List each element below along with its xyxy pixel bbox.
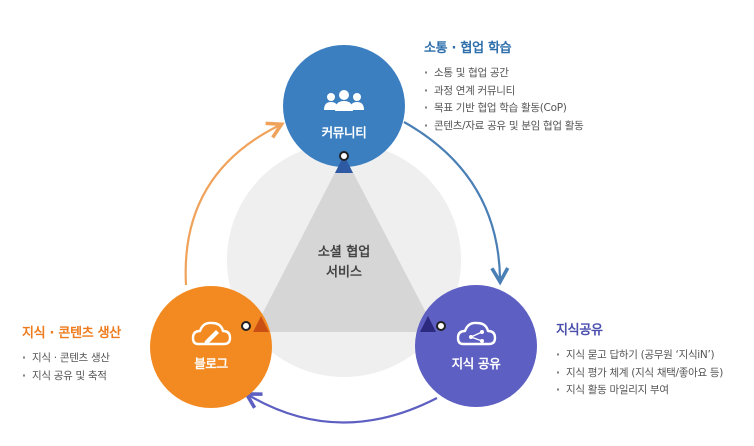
- arrow-share-to-blog: [243, 392, 438, 424]
- panel-share: 지식공유 지식 묻고 답하기 (공무원 ‘지식iN’) 지식 평가 체계 (지식…: [556, 319, 723, 400]
- node-share-label: 지식 공유: [452, 356, 502, 371]
- panel-share-title: 지식공유: [556, 323, 603, 338]
- people-group-icon: [324, 90, 364, 111]
- panel-share-list: 지식 묻고 답하기 (공무원 ‘지식iN’) 지식 평가 체계 (지식 채택/좋…: [556, 347, 723, 400]
- node-blog-label: 블로그: [194, 356, 228, 371]
- cloud-share-icon: [456, 321, 497, 346]
- panel-community-list: 소통 및 협업 공간 과정 연계 커뮤니티 목표 기반 협업 학습 활동(CoP…: [424, 65, 584, 136]
- blog-corner: [253, 316, 269, 332]
- list-item: 지식 · 콘텐츠 생산: [22, 350, 121, 368]
- panel-community: 소통 · 협업 학습 소통 및 협업 공간 과정 연계 커뮤니티 목표 기반 협…: [424, 37, 584, 136]
- center-label-line1: 소셜 협업: [318, 244, 370, 260]
- community-dot: [339, 151, 349, 161]
- node-community[interactable]: 커뮤니티: [283, 45, 405, 167]
- arrow-blog-to-community: [184, 121, 285, 286]
- list-item: 지식 활동 마일리지 부여: [556, 382, 723, 400]
- panel-community-title: 소통 · 협업 학습: [424, 41, 512, 56]
- community-corner: [335, 155, 353, 173]
- panel-blog: 지식 · 콘텐츠 생산 지식 · 콘텐츠 생산 지식 공유 및 축적: [22, 322, 121, 385]
- share-corner: [420, 316, 436, 332]
- node-community-label: 커뮤니티: [322, 125, 367, 140]
- list-item: 콘텐츠/자료 공유 및 분임 협업 활동: [424, 118, 584, 136]
- cloud-pencil-icon: [191, 321, 232, 346]
- share-dot: [436, 321, 446, 331]
- list-item: 지식 공유 및 축적: [22, 368, 121, 386]
- center-triangle: [253, 155, 436, 332]
- arrow-community-to-share: [403, 121, 510, 286]
- panel-blog-title: 지식 · 콘텐츠 생산: [22, 326, 121, 341]
- list-item: 과정 연계 커뮤니티: [424, 83, 583, 101]
- center-label-line2: 서비스: [326, 265, 362, 280]
- list-item: 소통 및 협업 공간: [424, 65, 583, 83]
- list-item: 지식 묻고 답하기 (공무원 ‘지식iN’): [556, 347, 723, 365]
- blog-dot: [241, 321, 251, 331]
- list-item: 지식 평가 체계 (지식 채택/좋아요 등): [556, 365, 723, 383]
- node-blog-circle: [150, 286, 272, 408]
- node-share[interactable]: 지식 공유: [415, 285, 537, 407]
- node-blog[interactable]: 블로그: [150, 286, 272, 408]
- panel-blog-list: 지식 · 콘텐츠 생산 지식 공유 및 축적: [22, 350, 121, 385]
- list-item: 목표 기반 협업 학습 활동(CoP): [424, 100, 583, 118]
- node-share-circle: [415, 285, 537, 407]
